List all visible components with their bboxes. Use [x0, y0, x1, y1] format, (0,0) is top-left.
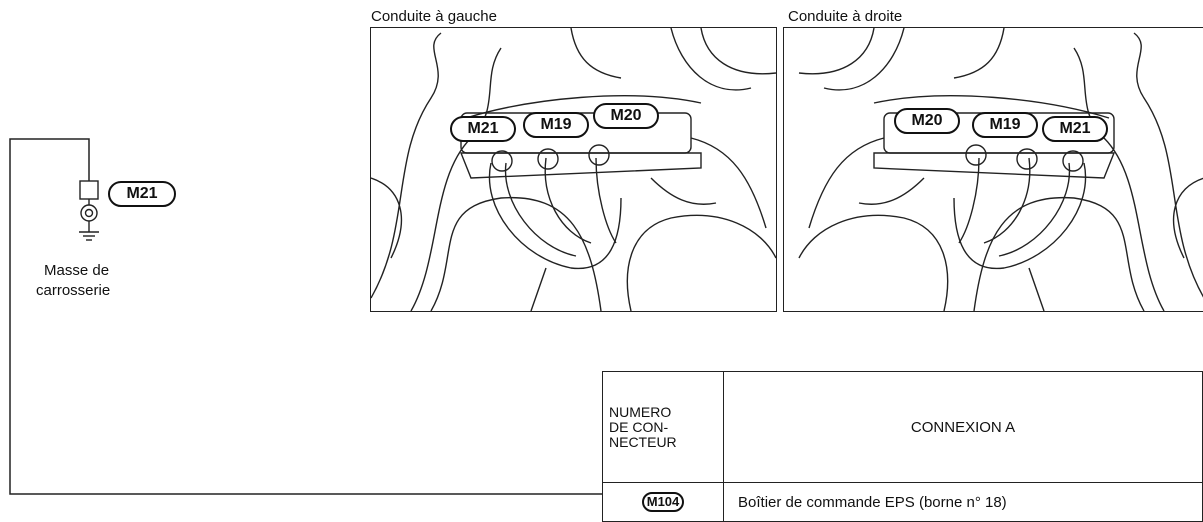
left-engine-sketch [371, 28, 776, 311]
ground-label-line1: Masse de [44, 262, 110, 279]
left-panel-title: Conduite à gauche [371, 8, 497, 25]
ground-label-line2: carrosserie [36, 282, 111, 299]
row-connector-cell: M104 [601, 482, 725, 522]
header-connection-to: CONNEXION A [723, 371, 1203, 483]
left-connector-m20: M20 [593, 103, 659, 129]
ground-icon [79, 231, 99, 241]
left-drive-illustration: M21 M19 M20 [370, 27, 777, 312]
row-connector-label: M104 [641, 492, 685, 512]
table-row: M104 Boîtier de commande EPS (borne n° 1… [601, 482, 1203, 522]
table-header-row: NUMERO DE CON- NECTEUR CONNEXION A [601, 371, 1203, 483]
right-panel-title: Conduite à droite [788, 8, 903, 25]
ground-wire [9, 138, 602, 495]
header-connector-number: NUMERO DE CON- NECTEUR [601, 371, 725, 483]
right-connector-m19: M19 [972, 112, 1038, 138]
left-connector-m19: M19 [523, 112, 589, 138]
left-connector-m21: M21 [450, 116, 516, 142]
ground-connector-box [79, 180, 99, 200]
right-connector-m20: M20 [894, 108, 960, 134]
right-engine-sketch [798, 28, 1203, 311]
connector-table: NUMERO DE CON- NECTEUR CONNEXION A M104 … [601, 371, 1203, 522]
row-description: Boîtier de commande EPS (borne n° 18) [723, 482, 1203, 522]
right-drive-illustration: M20 M19 M21 [783, 27, 1203, 312]
ground-connector-label: M21 [108, 181, 176, 207]
right-connector-m21: M21 [1042, 116, 1108, 142]
